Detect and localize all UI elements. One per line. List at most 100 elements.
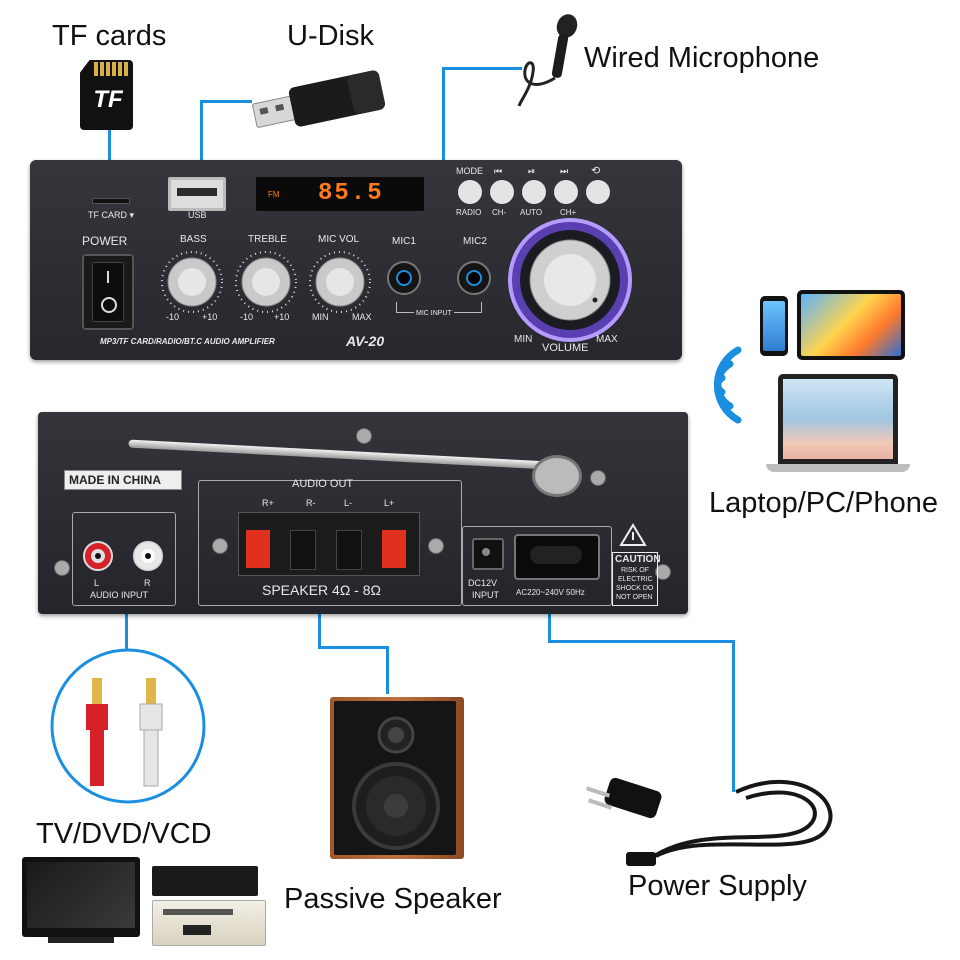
model-name: AV-20: [346, 333, 385, 349]
terminal-r-plus[interactable]: [246, 530, 270, 568]
usb-wire-h: [200, 100, 252, 103]
ch-plus-label: CH+: [560, 208, 577, 217]
audio-out-label: AUDIO OUT: [292, 478, 354, 490]
tv-stand: [48, 937, 114, 943]
tv-device: [22, 857, 140, 937]
mic-vol-label: MIC VOL: [318, 234, 360, 245]
ac-socket[interactable]: [514, 534, 600, 580]
tf-card: TF: [80, 60, 133, 130]
screw: [428, 538, 444, 554]
power-frame: [462, 526, 612, 606]
treble-max: +10: [274, 312, 290, 322]
woofer-icon: [352, 762, 440, 850]
mode-label: MODE: [456, 166, 483, 176]
screw: [54, 560, 70, 576]
terminal-l-plus[interactable]: [382, 530, 406, 568]
speaker-impedance-label: SPEAKER 4Ω - 8Ω: [262, 582, 381, 598]
wired-microphone-label: Wired Microphone: [584, 42, 820, 74]
treble-min: -10: [240, 312, 254, 322]
tablet-device: [797, 290, 905, 360]
dc-label: DC12V: [468, 578, 498, 588]
u-disk: [252, 70, 385, 128]
prev-button[interactable]: [490, 180, 514, 204]
audio-input-label: AUDIO INPUT: [90, 590, 149, 600]
bass-knob[interactable]: [160, 250, 224, 314]
bluetooth-waves-icon: [713, 346, 742, 424]
mic2-label: MIC2: [463, 236, 487, 247]
terminal-l-minus[interactable]: [336, 530, 362, 570]
made-in-china-text: MADE IN CHINA: [69, 473, 161, 487]
volume-knob[interactable]: [505, 215, 635, 345]
rca-jack-left[interactable]: [82, 540, 114, 572]
mic-wire-v: [442, 67, 445, 182]
r-plus-label: R+: [262, 498, 274, 508]
dvd-player-top: [152, 866, 258, 896]
mic-input-label: MIC INPUT: [414, 310, 454, 317]
u-disk-label: U-Disk: [287, 20, 374, 52]
rca-cable: [50, 648, 206, 804]
volume-max: MAX: [596, 334, 618, 345]
mic1-label: MIC1: [392, 236, 416, 247]
bass-label: BASS: [180, 234, 207, 245]
mic2-jack[interactable]: [456, 260, 492, 296]
tf-logo: TF: [93, 86, 123, 113]
vcd-player: [152, 900, 266, 946]
screw: [590, 470, 606, 486]
warning-icon: [619, 523, 647, 546]
tf-cards-label: TF cards: [52, 20, 167, 52]
dc-jack[interactable]: [472, 538, 504, 570]
audio-out-frame: [198, 480, 462, 606]
repeat-button[interactable]: [586, 180, 610, 204]
speaker-wire-v2: [386, 646, 389, 694]
tf-card-slot[interactable]: [92, 198, 130, 204]
model-text: MP3/TF CARD/RADIO/BT.C AUDIO AMPLIFIER: [100, 337, 275, 346]
screw: [655, 564, 671, 580]
audio-r-label: R: [144, 578, 151, 588]
power-cord: [585, 777, 833, 866]
made-in-china-tag: MADE IN CHINA: [64, 470, 182, 490]
laptop-device: [778, 374, 898, 464]
tweeter-icon: [377, 716, 415, 754]
treble-label: TREBLE: [248, 234, 287, 245]
play-button[interactable]: [522, 180, 546, 204]
usb-wire-v: [200, 100, 203, 192]
prev-icon: ⏮: [494, 166, 503, 176]
next-button[interactable]: [554, 180, 578, 204]
play-pause-icon: ⏯: [528, 166, 536, 176]
laptop-base: [766, 464, 910, 472]
mic1-jack[interactable]: [386, 260, 422, 296]
mic-max: MAX: [352, 312, 372, 322]
audio-input-frame: [72, 512, 176, 606]
microphone-icon: [517, 14, 578, 107]
bass-max: +10: [202, 312, 218, 322]
mic-min: MIN: [312, 312, 329, 322]
ac-label: AC220~240V 50Hz: [516, 588, 585, 597]
caution-title: CAUTION: [615, 554, 661, 565]
terminal-r-minus[interactable]: [290, 530, 316, 570]
caution-line-4: NOT OPEN: [616, 594, 653, 601]
tv-dvd-vcd-label: TV/DVD/VCD: [36, 818, 212, 850]
rca-jack-right[interactable]: [132, 540, 164, 572]
usb-port[interactable]: [168, 177, 226, 211]
led-display: FM 85.5: [256, 177, 424, 211]
antenna-base: [532, 455, 582, 497]
volume-min: MIN: [514, 334, 533, 345]
audio-l-label: L: [94, 578, 100, 588]
tf-card-slot-label: TF CARD ▾: [88, 210, 135, 220]
power-switch[interactable]: [82, 254, 134, 330]
radio-label: RADIO: [456, 208, 482, 217]
dc-input-label: INPUT: [472, 590, 499, 600]
laptop-pc-phone-label: Laptop/PC/Phone: [709, 487, 938, 519]
caution-line-2: ELECTRIC: [618, 576, 653, 583]
power-wire-v2: [732, 640, 735, 792]
display-value: 85.5: [318, 180, 384, 207]
treble-knob[interactable]: [234, 250, 298, 314]
caution-label-box: CAUTION RISK OF ELECTRIC SHOCK DO NOT OP…: [612, 552, 661, 606]
mic-volume-knob[interactable]: [308, 250, 372, 314]
passive-speaker: [330, 697, 464, 859]
power-supply-label: Power Supply: [628, 870, 807, 902]
speaker-wire-h: [318, 646, 388, 649]
mode-button[interactable]: [458, 180, 482, 204]
screw: [356, 428, 372, 444]
power-label: POWER: [82, 234, 128, 248]
